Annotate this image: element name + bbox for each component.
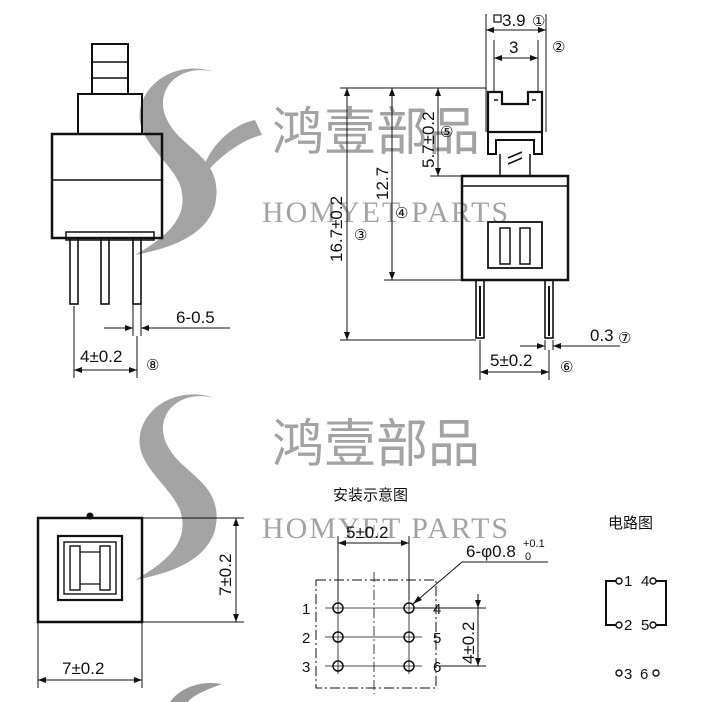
circuit-label-2: 2 xyxy=(624,617,632,634)
mounting-outline xyxy=(315,579,437,689)
watermark-top: 鸿壹部品 HOMYET PARTS xyxy=(135,68,510,255)
watermark-logo-swirl-2 xyxy=(135,394,217,580)
total-height-label: 16.7±0.2 xyxy=(327,196,346,262)
watermark-logo-partial xyxy=(170,682,222,702)
top-view: 7±0.2 7±0.2 xyxy=(36,512,244,688)
hole-tol-minus: 0 xyxy=(525,551,531,563)
marker-7: ⑦ xyxy=(618,330,631,347)
marker-6: ⑥ xyxy=(560,359,573,376)
marker-4: ④ xyxy=(395,205,408,222)
mounting-h-pitch-label: 5±0.2 xyxy=(346,523,388,542)
top-view-height-label: 7±0.2 xyxy=(216,554,235,596)
pin-1-label: 1 xyxy=(302,601,310,618)
pin-6-label: 6 xyxy=(433,659,441,676)
front-view: 3.9 ① 3 ② 0.3 ⑦ xyxy=(327,11,631,380)
body-height-label: 12.7 xyxy=(373,167,392,200)
pin-right xyxy=(132,237,142,305)
side-pin-pitch-label: 4±0.2 xyxy=(80,347,122,366)
pin-4-label: 4 xyxy=(433,601,441,618)
marker-2: ② xyxy=(552,39,565,56)
watermark-logo-tail xyxy=(200,120,262,180)
front-pin-pitch-label: 5±0.2 xyxy=(490,351,532,370)
marker-1: ① xyxy=(532,13,545,30)
pin-left xyxy=(69,237,79,305)
front-window xyxy=(487,221,543,269)
inner-width-label: 3 xyxy=(509,38,518,57)
mounting-holes xyxy=(325,600,422,674)
watermark-brand-cn: 鸿壹部品 xyxy=(272,103,480,163)
top-view-plunger xyxy=(56,534,124,602)
pin-3-label: 3 xyxy=(302,659,310,676)
pin-2-label: 2 xyxy=(302,630,310,647)
marker-3: ③ xyxy=(354,227,367,244)
watermark-logo-swirl xyxy=(135,68,217,255)
watermark-middle: 鸿壹部品 HOMYET PARTS xyxy=(135,394,510,580)
side-view: 6-0.5 4±0.2 ⑧ xyxy=(50,43,230,378)
top-view-body xyxy=(36,516,144,624)
circuit-switch-right xyxy=(656,580,667,626)
watermark-brand-en: HOMYET PARTS xyxy=(262,196,510,229)
mounting-title: 安装示意图 xyxy=(333,486,408,504)
switch-body xyxy=(50,132,164,240)
circuit-diagram: 电路图 1 4 2 5 3 6 xyxy=(605,514,667,683)
top-view-width-label: 7±0.2 xyxy=(62,659,104,678)
plunger-collar xyxy=(77,93,143,135)
circuit-label-1: 1 xyxy=(624,573,632,590)
circuit-label-5: 5 xyxy=(641,617,649,634)
front-pin-right xyxy=(544,279,554,339)
front-pin-left xyxy=(475,279,485,339)
pin-width-label: 6-0.5 xyxy=(176,308,215,327)
mounting-v-pitch-label: 4±0.2 xyxy=(459,622,478,664)
stroke-label: 5.7±0.2 xyxy=(419,111,438,168)
circuit-label-3: 3 xyxy=(624,666,632,683)
circuit-label-6: 6 xyxy=(640,666,648,683)
top-width-label: 3.9 xyxy=(502,11,526,30)
marker-8: ⑧ xyxy=(146,357,159,374)
circuit-label-4: 4 xyxy=(641,573,649,590)
plunger-head xyxy=(486,90,544,134)
pin-middle xyxy=(100,237,110,305)
circuit-switch-left xyxy=(605,580,616,626)
circuit-title: 电路图 xyxy=(608,514,653,532)
plunger-stem xyxy=(487,132,543,155)
marker-5: ⑤ xyxy=(440,124,453,141)
pin-thickness-label: 0.3 xyxy=(590,326,614,345)
hole-tol-plus: +0.1 xyxy=(523,538,545,550)
pin-5-label: 5 xyxy=(433,630,441,647)
front-body xyxy=(460,174,570,282)
watermark-brand-en-2: HOMYET PARTS xyxy=(262,512,510,545)
hole-label: 6-φ0.8 xyxy=(466,542,516,561)
plunger-tip xyxy=(91,43,129,95)
mounting-diagram: 安装示意图 5±0.2 6-φ0.8 +0.1 0 xyxy=(302,486,548,694)
watermark-brand-cn-2: 鸿壹部品 xyxy=(272,415,480,475)
